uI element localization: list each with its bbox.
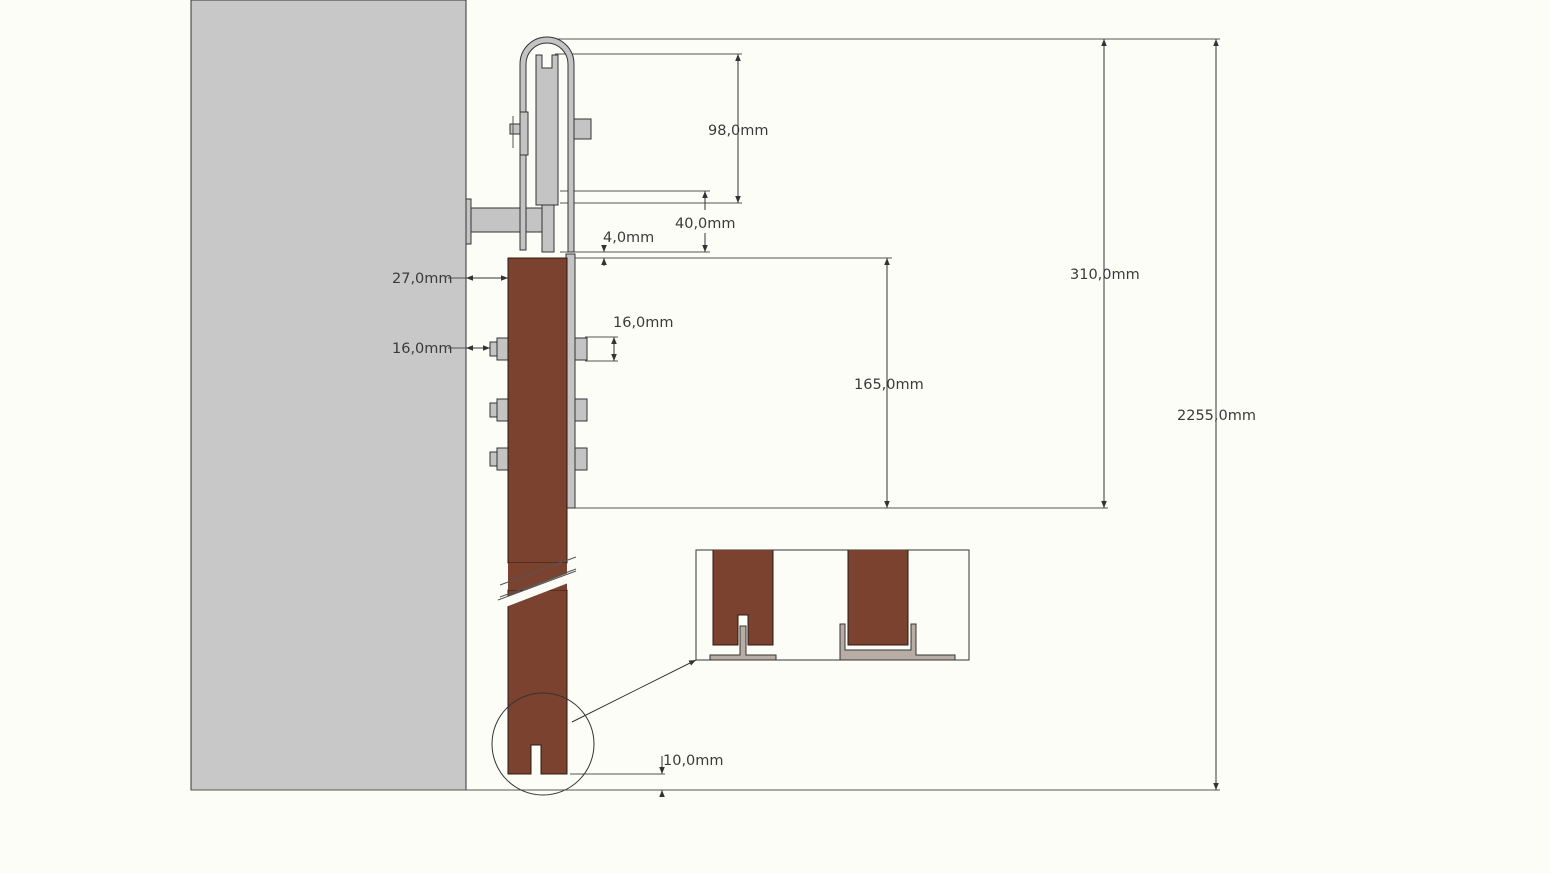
wing-nut-icon	[509, 123, 521, 135]
detail-leader-arrow	[571, 659, 697, 723]
strap-length-label: 165,0mm	[854, 377, 924, 393]
bolt-icon	[489, 337, 588, 361]
spacer-label: 16,0mm	[392, 341, 453, 357]
floor-guide-detail-inset	[695, 549, 970, 661]
detail-circle	[491, 692, 595, 796]
rail-height-label: 40,0mm	[675, 216, 736, 232]
bolt-label: 16,0mm	[613, 315, 674, 331]
dimension-arrows	[466, 39, 1219, 797]
overall-height-label: 2255,0mm	[1177, 408, 1256, 424]
door-panel	[497, 257, 577, 775]
floor-guide-icon	[709, 625, 777, 660]
floor-gap-label: 10,0mm	[663, 753, 724, 769]
rail-clearance-label: 4,0mm	[603, 230, 654, 246]
wall-mount-bracket	[465, 198, 547, 245]
roller-hanger	[509, 36, 575, 253]
wall	[190, 0, 467, 791]
wall-gap-label: 27,0mm	[392, 271, 453, 287]
roller-height-label: 98,0mm	[708, 123, 769, 139]
hardware-total-label: 310,0mm	[1070, 267, 1140, 283]
floor-guide-icon	[839, 623, 956, 660]
extension-lines	[448, 38, 1220, 775]
roller-wheel-icon	[535, 54, 592, 206]
bolt-icon	[489, 398, 588, 422]
